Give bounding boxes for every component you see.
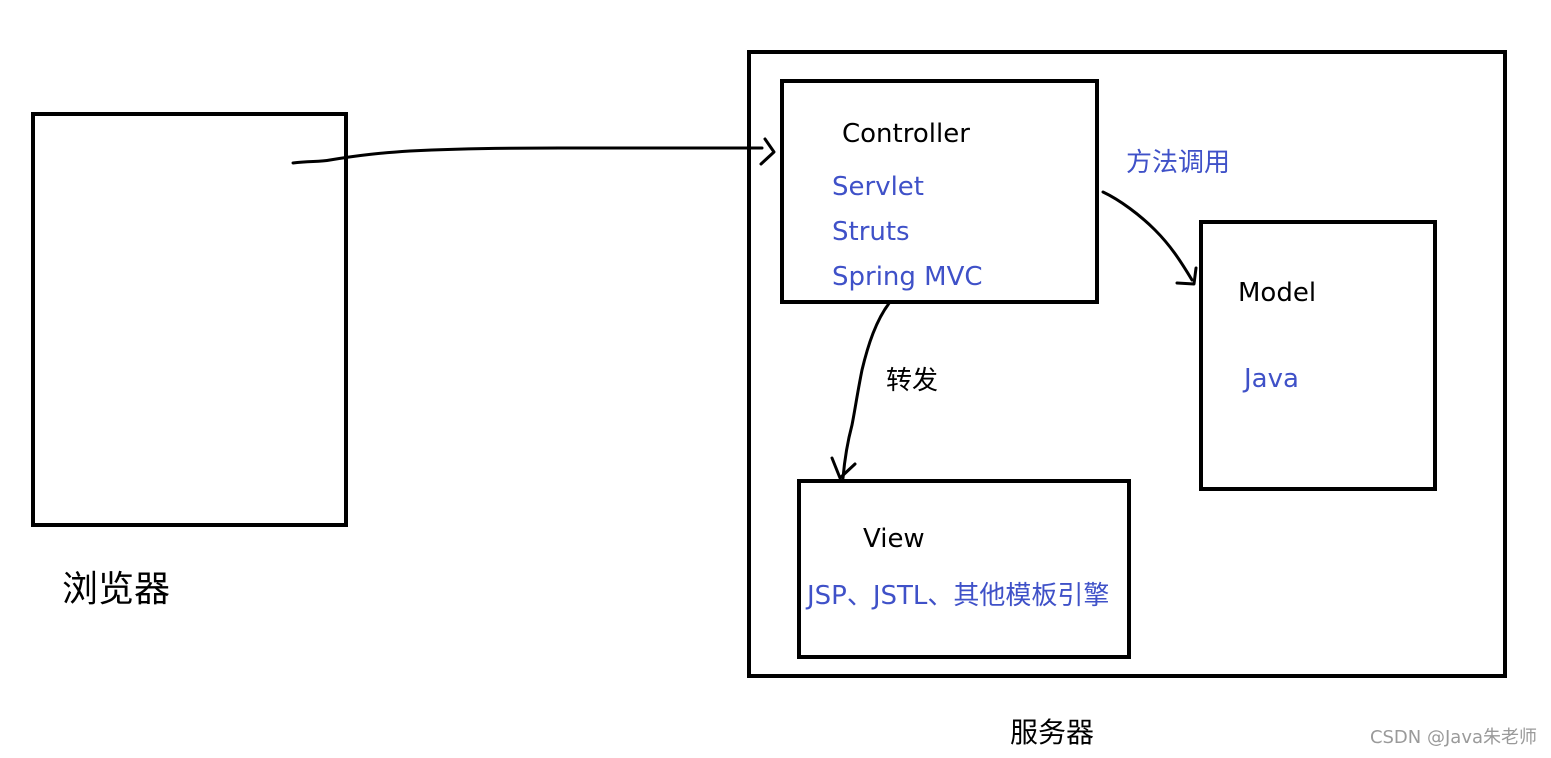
browser-box [31, 112, 348, 527]
server-label: 服务器 [1010, 716, 1095, 749]
model-item-java: Java [1244, 364, 1299, 394]
model-box [1199, 220, 1437, 491]
server-box [747, 50, 1507, 678]
view-title: View [863, 524, 925, 554]
watermark: CSDN @Java朱老师 [1369, 727, 1537, 748]
edge-label-method-call: 方法调用 [1126, 148, 1231, 178]
browser-label: 浏览器 [62, 569, 171, 610]
model-title: Model [1238, 278, 1317, 308]
arrow-browser-to-controller [291, 146, 764, 165]
controller-title: Controller [842, 119, 970, 149]
view-box [797, 479, 1131, 659]
controller-item-struts: Struts [832, 217, 910, 247]
view-item-templates: JSP、JSTL、其他模板引擎 [807, 581, 1110, 611]
controller-box [780, 79, 1099, 304]
controller-item-servlet: Servlet [832, 172, 924, 202]
controller-item-spring-mvc: Spring MVC [832, 262, 983, 292]
edge-label-forward: 转发 [886, 366, 939, 396]
